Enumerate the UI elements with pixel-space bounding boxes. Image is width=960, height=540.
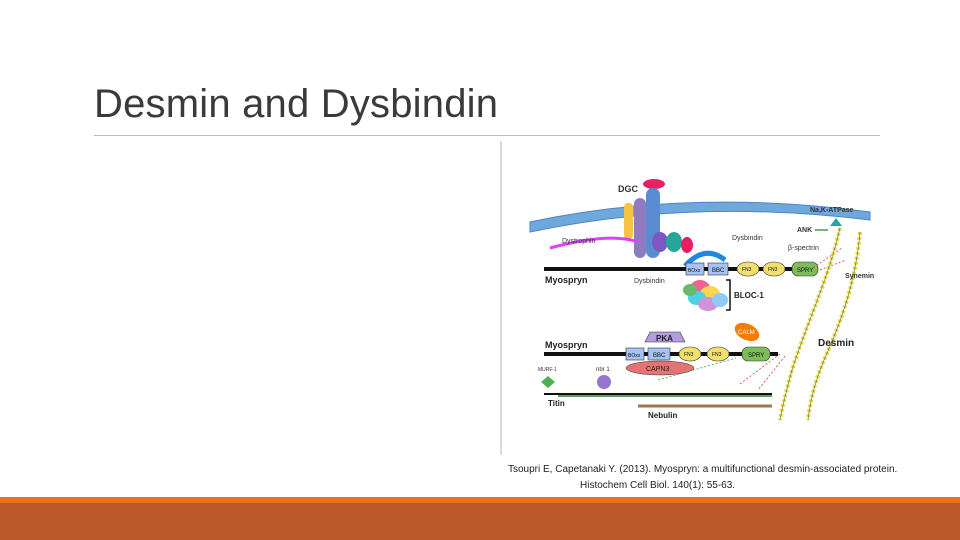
figure-caption: Tsoupri E, Capetanaki Y. (2013). Myospry… — [508, 462, 938, 494]
domain-boxx-1-label: BOxx — [688, 268, 701, 274]
dystrophin-line — [549, 236, 639, 250]
murf1-shape — [541, 376, 555, 388]
myospryn-diagram: DGC Dystrophin Na,K-ATPase ANK β-spectri… — [510, 170, 880, 435]
domain-fn3-1a-label: FN3 — [742, 267, 752, 273]
bloc1-subunit-green — [683, 284, 697, 296]
dgc-sarcoglycan — [634, 198, 646, 258]
arrow-red-1 — [739, 353, 781, 385]
nbr1-shape — [597, 375, 611, 389]
domain-bbc-1-label: BBC — [712, 268, 725, 274]
nbr1-label: nbr 1 — [596, 367, 610, 373]
dgc-sspn — [624, 203, 633, 239]
diagram-svg: DGC Dystrophin Na,K-ATPase ANK β-spectri… — [529, 179, 874, 421]
dgc-pink-subunit — [681, 237, 693, 253]
domain-fn3-2b-label: FN3 — [712, 352, 722, 358]
arrow-red-4 — [819, 259, 847, 271]
title-underline — [94, 135, 880, 136]
murf1-label: MURF-1 — [538, 367, 557, 373]
domain-fn3-2b — [706, 346, 730, 362]
arrow-green-1 — [657, 357, 737, 381]
dysbindin-mid-label: Dysbindin — [634, 278, 665, 285]
dystrophin-label: Dystrophin — [562, 238, 596, 245]
domain-boxx-2-label: BOxx — [628, 353, 641, 359]
desmin-label: Desmin — [818, 338, 854, 349]
calm-shape — [734, 322, 760, 342]
bloc1-subunit-blue — [712, 293, 728, 307]
capn3-label: CAPN3 — [646, 366, 669, 373]
domain-fn3-2a-label: FN3 — [684, 352, 694, 358]
synemin-label: Synemin — [845, 273, 874, 280]
interaction-arrows-red — [739, 247, 847, 391]
dgc-cap — [643, 179, 665, 189]
pka-label: PKA — [656, 334, 673, 343]
domain-fn3-2a — [678, 346, 702, 362]
domain-spry-2-label: SPRY — [748, 353, 764, 359]
dgc-syntrophin — [652, 232, 668, 252]
caption-line-2: Histochem Cell Biol. 140(1): 55-63. — [580, 480, 736, 491]
desmin-filament-2 — [806, 231, 862, 421]
desmin-filament-2-outline — [807, 231, 861, 421]
calm-label: CALM — [738, 330, 755, 336]
nebulin-label: Nebulin — [648, 411, 677, 420]
footer-accent-bar — [0, 497, 960, 503]
beta-spectrin-label: β-spectrin — [788, 245, 819, 252]
domain-bbc-2-label: BBC — [653, 353, 666, 359]
slide-title: Desmin and Dysbindin — [94, 82, 499, 126]
arrow-red-3 — [809, 247, 843, 271]
dgc-label: DGC — [618, 184, 639, 194]
arrow-red-2 — [757, 355, 786, 391]
bloc1-bracket — [726, 279, 731, 311]
titin-label: Titin — [548, 399, 565, 408]
domain-bbc-1 — [707, 262, 729, 276]
capn3-shape — [625, 360, 695, 376]
domain-fn3-1b — [762, 261, 786, 277]
ank-label: ANK — [797, 227, 812, 234]
dysbindin-top-label: Dysbindin — [732, 235, 763, 242]
domain-bbc-2 — [647, 347, 671, 361]
domain-boxx-1 — [685, 262, 705, 276]
bloc1-complex — [683, 280, 728, 311]
footer-bar — [0, 503, 960, 540]
domain-fn3-1a — [736, 261, 760, 277]
nak-atpase-label: Na,K-ATPase — [810, 207, 854, 214]
vertical-divider — [500, 141, 502, 455]
pka-shape — [644, 331, 686, 343]
caption-line-1: Tsoupri E, Capetanaki Y. (2013). Myospry… — [508, 464, 898, 475]
myospryn-label-2: Myospryn — [545, 340, 588, 350]
desmin-filament-1 — [778, 227, 842, 421]
domain-fn3-1b-label: FN3 — [768, 267, 778, 273]
myospryn-label-1: Myospryn — [545, 275, 588, 285]
domain-spry-2 — [741, 346, 771, 362]
domain-boxx-2 — [625, 347, 645, 361]
domain-spry-1 — [791, 261, 819, 277]
dgc-dystrobrevin — [666, 232, 682, 252]
bloc1-label: BLOC-1 — [734, 291, 764, 300]
domain-spry-1-label: SPRY — [797, 268, 813, 274]
desmin-filament-1-outline — [779, 227, 841, 421]
nak-atpase-marker — [830, 218, 842, 226]
